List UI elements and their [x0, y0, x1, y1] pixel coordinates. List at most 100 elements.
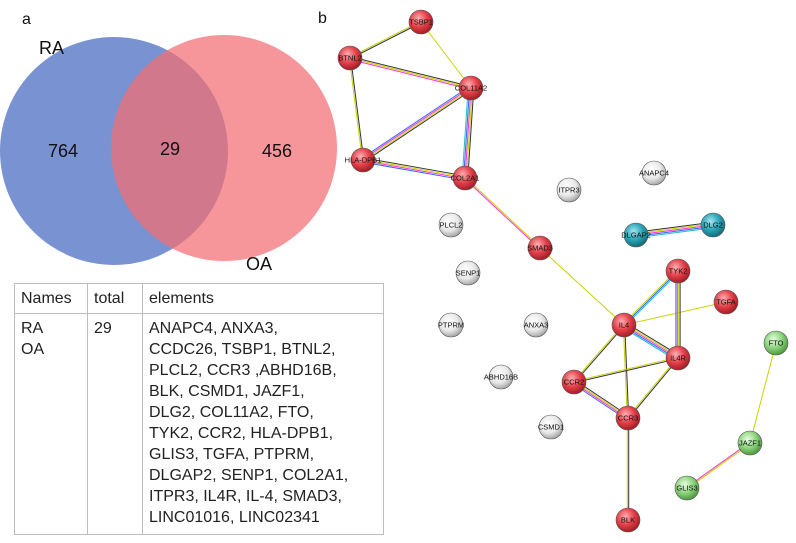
node-label: TSBP1: [409, 18, 433, 27]
edge-fto-jazf1: [749, 342, 777, 444]
edge-col2a1-smad3: [464, 177, 541, 249]
edge-line: [573, 324, 624, 382]
node-circle[interactable]: [641, 160, 667, 186]
edge-line: [574, 358, 679, 384]
node-plcl2[interactable]: PLCL2: [438, 212, 464, 238]
set-name-ra: RA: [21, 320, 44, 337]
node-circle[interactable]: [737, 430, 763, 456]
element-line: ANAPC4, ANXA3,: [149, 320, 278, 337]
edge-tsbp1-col11a2: [420, 21, 472, 89]
node-circle[interactable]: [611, 312, 637, 338]
edge-btnl2-hla-dpb1: [348, 57, 365, 161]
node-circle[interactable]: [665, 345, 691, 371]
node-circle[interactable]: [408, 9, 434, 35]
edge-line: [363, 158, 466, 178]
edge-line: [574, 325, 625, 383]
cell-names: RA OA: [14, 313, 88, 535]
element-line: BLK, CSMD1, JAZF1,: [149, 383, 305, 400]
node-label: ABHD16B: [484, 373, 518, 382]
node-csmd1[interactable]: CSMD1: [538, 414, 564, 440]
edge-line: [622, 325, 628, 419]
edge-line: [623, 270, 679, 326]
node-circle[interactable]: [523, 312, 549, 338]
node-circle[interactable]: [337, 45, 363, 71]
node-anxa3[interactable]: ANXA3: [523, 312, 549, 338]
header-total: total: [87, 283, 143, 314]
node-circle[interactable]: [623, 222, 649, 248]
edge-btnl2-col11a2: [349, 56, 472, 90]
edge-line: [635, 224, 714, 236]
node-ccr2[interactable]: CCR2: [561, 369, 587, 395]
node-circle[interactable]: [561, 369, 587, 395]
node-tsbp1[interactable]: TSBP1: [408, 9, 434, 35]
node-label: GLIS3: [676, 484, 697, 493]
node-label: FTO: [769, 339, 784, 348]
node-circle[interactable]: [615, 405, 641, 431]
set-name-oa: OA: [21, 341, 45, 358]
edge-line: [749, 342, 777, 444]
node-circle[interactable]: [438, 312, 464, 338]
node-circle[interactable]: [556, 177, 582, 203]
edge-line: [635, 223, 713, 235]
edge-tsbp1-btnl2: [349, 20, 422, 60]
node-il4r[interactable]: IL4R: [665, 345, 691, 371]
panel-label-a: a: [22, 11, 31, 28]
node-circle[interactable]: [713, 289, 739, 315]
node-smad3[interactable]: SMAD3: [527, 235, 553, 261]
node-glis3[interactable]: GLIS3: [674, 475, 700, 501]
node-label: PLCL2: [440, 221, 463, 230]
node-circle[interactable]: [538, 414, 564, 440]
node-circle[interactable]: [674, 475, 700, 501]
node-fto[interactable]: FTO: [763, 330, 789, 356]
edge-smad3-il4: [539, 247, 625, 326]
node-circle[interactable]: [350, 147, 376, 173]
edge-line: [420, 21, 472, 89]
node-hla-dpb1[interactable]: HLA-DPB1: [345, 147, 382, 173]
edge-line: [624, 271, 680, 327]
header-elements: elements: [142, 283, 384, 314]
edge-line: [349, 57, 472, 89]
node-abhd16b[interactable]: ABHD16B: [484, 364, 518, 390]
node-circle[interactable]: [700, 212, 726, 238]
node-blk[interactable]: BLK: [615, 507, 641, 533]
node-circle[interactable]: [455, 260, 481, 286]
node-circle[interactable]: [527, 235, 553, 261]
node-circle[interactable]: [615, 507, 641, 533]
node-col2a1[interactable]: COL2A1: [451, 165, 480, 191]
node-il4[interactable]: IL4: [611, 312, 637, 338]
node-circle[interactable]: [488, 364, 514, 390]
node-label: SMAD3: [527, 244, 553, 253]
node-circle[interactable]: [458, 75, 484, 101]
node-circle[interactable]: [665, 258, 691, 284]
venn-label-oa: OA: [246, 254, 272, 274]
node-dlg2[interactable]: DLG2: [700, 212, 726, 238]
node-dlgap2[interactable]: DLGAP2: [621, 222, 651, 248]
node-itpr3[interactable]: ITPR3: [556, 177, 582, 203]
edge-line: [573, 356, 678, 382]
node-circle[interactable]: [438, 212, 464, 238]
node-label: CSMD1: [538, 423, 564, 432]
node-senp1[interactable]: SENP1: [455, 260, 481, 286]
edge-line: [624, 324, 630, 418]
node-jazf1[interactable]: JAZF1: [737, 430, 763, 456]
node-label: PTPRM: [438, 321, 464, 330]
node-circle[interactable]: [452, 165, 478, 191]
node-ptprm[interactable]: PTPRM: [438, 312, 464, 338]
panel-label-b: b: [318, 10, 327, 27]
node-ccr3[interactable]: CCR3: [615, 405, 641, 431]
node-anapc4[interactable]: ANAPC4: [639, 160, 669, 186]
node-btnl2[interactable]: BTNL2: [337, 45, 363, 71]
node-label: ANXA3: [524, 321, 549, 330]
edge-line: [361, 85, 471, 159]
node-circle[interactable]: [763, 330, 789, 356]
node-tgfa[interactable]: TGFA: [713, 289, 739, 315]
node-label: DLG2: [703, 221, 723, 230]
node-col11a2[interactable]: COL11A2: [455, 75, 487, 101]
edge-line: [465, 88, 473, 179]
edge-line: [349, 58, 471, 90]
node-label: DLGAP2: [621, 231, 651, 240]
edge-line: [622, 269, 678, 325]
node-tyk2[interactable]: TYK2: [665, 258, 691, 284]
edge-line: [636, 227, 714, 239]
